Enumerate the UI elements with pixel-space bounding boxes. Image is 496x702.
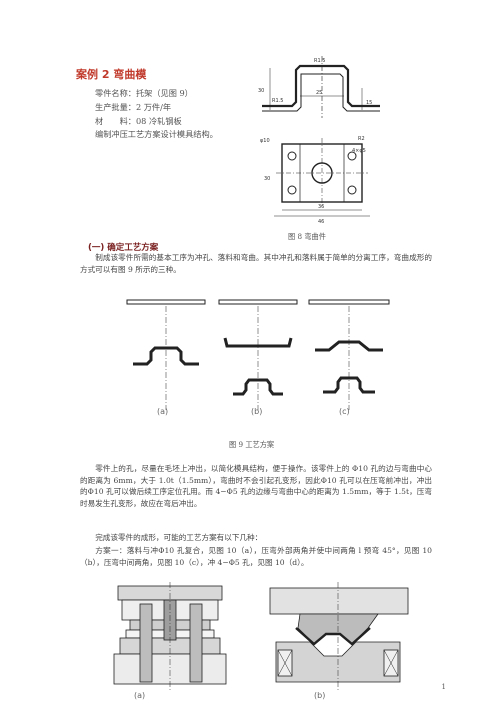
dim-r15-top: R1.5	[314, 58, 325, 64]
info-material: 材 料：08 冷轧钢板	[95, 116, 182, 126]
info-batch: 生产批量：2 万件/年	[95, 102, 172, 112]
dim-r15-left: R1.5	[272, 98, 283, 104]
fig9-label-c: (c)	[339, 407, 350, 416]
figure-9-drawing: (a) (b) (c)	[126, 299, 390, 416]
page-number: 1	[441, 683, 446, 691]
figure-10-drawing: (a) (b)	[113, 582, 409, 700]
figure-8-caption: 图 8 弯曲件	[288, 232, 326, 241]
dim-30-left: 30	[258, 88, 264, 94]
dim-4phi5: 4×φ5	[352, 148, 366, 154]
dim-30-plan: 30	[264, 176, 270, 182]
info-part-name: 零件名称：托架（见图 9）	[95, 88, 193, 98]
info-task: 编制冲压工艺方案设计模具结构。	[95, 129, 218, 139]
dim-15: 15	[366, 100, 372, 106]
paragraph-2: 零件上的孔，尽量在毛坯上冲出，以简化模具结构，便于操作。该零件上的 Φ10 孔的…	[80, 464, 432, 508]
fig9-label-b: (b)	[251, 407, 262, 416]
dim-r2: R2	[358, 136, 365, 142]
figure-9-caption: 图 9 工艺方案	[229, 440, 275, 449]
section-heading: (一) 确定工艺方案	[88, 243, 159, 253]
fig9-label-a: (a)	[157, 407, 168, 416]
fig10-label-a: (a)	[134, 691, 145, 700]
fig10-label-b: (b)	[314, 691, 325, 700]
dim-46: 46	[318, 219, 324, 225]
paragraph-3: 完成该零件的成形，可能的工艺方案有以下几种：	[95, 533, 263, 542]
dim-36: 36	[318, 204, 324, 210]
page-title: 案例 2 弯曲模	[76, 68, 147, 81]
figure-8-drawing: R1.5 30 R1.5 25 15 φ10 R2 4×φ5 30 36 46	[258, 56, 380, 225]
dim-25: 25	[316, 90, 322, 96]
dim-phi10: φ10	[260, 138, 270, 144]
paragraph-4: 方案一：落料与冲Φ10 孔复合，见图 10（a），压弯外部两角并使中间两角 l …	[80, 546, 432, 567]
paragraph-1: 制成该零件所需的基本工序为冲孔、落料和弯曲。其中冲孔和落料属于简单的分离工序，弯…	[80, 253, 432, 274]
